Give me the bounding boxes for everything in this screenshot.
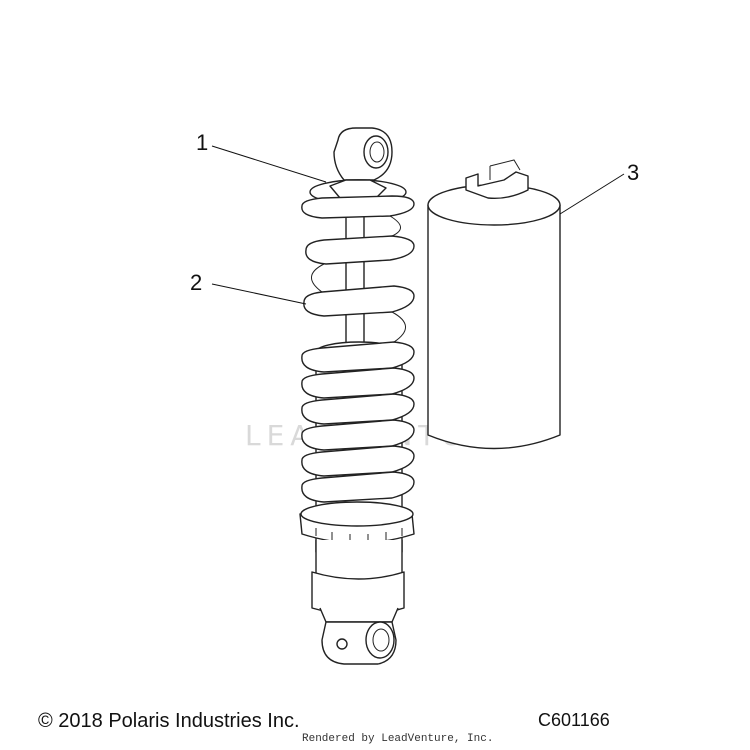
leader-line-2 xyxy=(211,283,307,305)
leader-line-3 xyxy=(559,173,625,215)
callout-2: 2 xyxy=(190,270,202,295)
copyright-text: © 2018 Polaris Industries Inc. xyxy=(38,710,300,732)
shock-cover xyxy=(427,159,561,450)
callout-1: 1 xyxy=(196,130,208,155)
leader-line-1 xyxy=(211,145,327,183)
figure-id: C601166 xyxy=(538,710,610,730)
render-credit: Rendered by LeadVenture, Inc. xyxy=(302,733,494,745)
callout-3: 3 xyxy=(627,160,639,185)
coil-spring xyxy=(301,195,415,503)
